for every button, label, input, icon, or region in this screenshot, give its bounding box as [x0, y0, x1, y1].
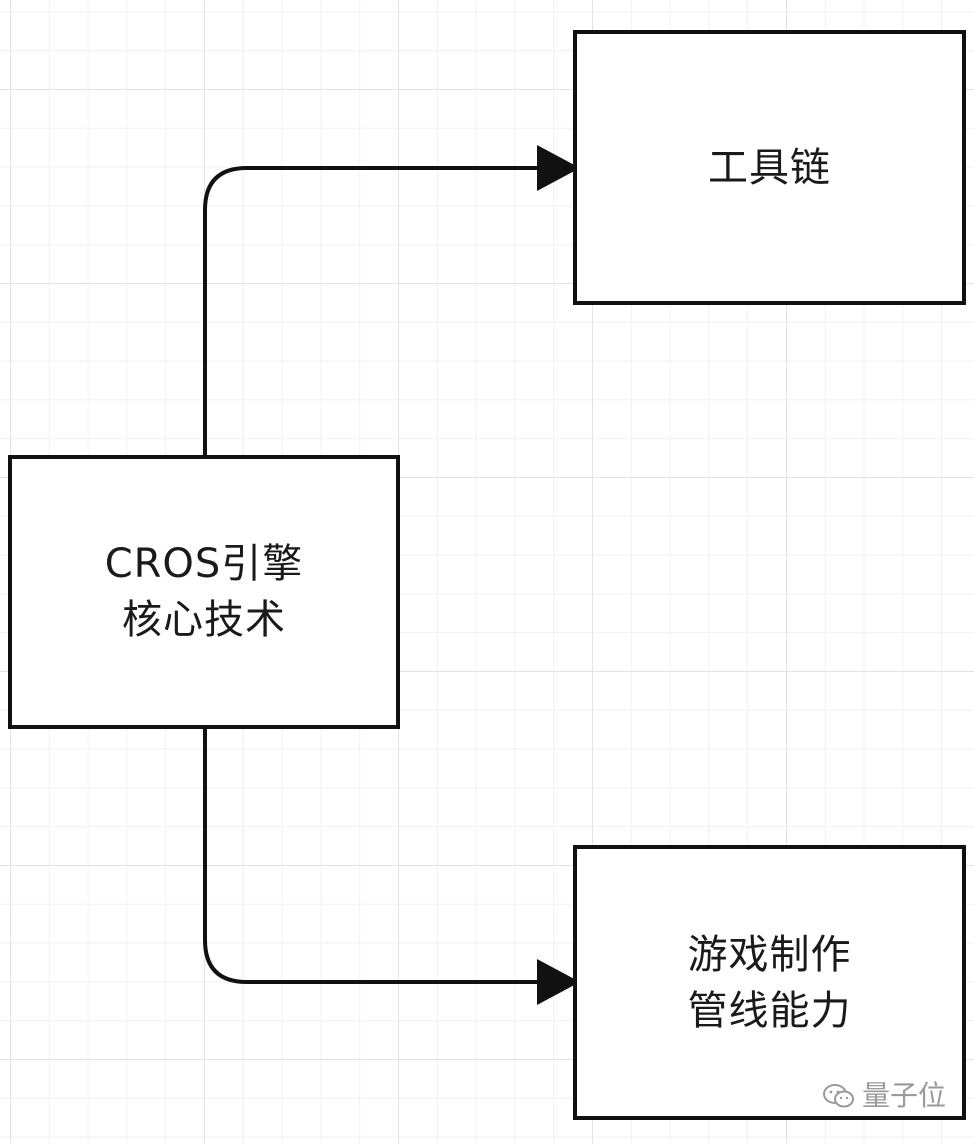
arrowhead-pipeline: [537, 959, 580, 1005]
node-toolchain: 工具链: [573, 30, 966, 305]
node-core-line-1: CROS引擎: [104, 541, 304, 587]
wechat-icon: [823, 1084, 854, 1108]
node-core-engine: CROS引擎 核心技术: [8, 455, 400, 729]
watermark-text: 量子位: [862, 1079, 947, 1112]
node-core-line-2: 核心技术: [122, 597, 286, 643]
connector-core-to-toolchain: [203, 166, 540, 455]
connector-core-to-pipeline: [203, 729, 540, 984]
node-pipeline-line-1: 游戏制作: [687, 931, 852, 978]
node-pipeline-line-2: 管线能力: [687, 987, 852, 1034]
arrowhead-toolchain: [537, 145, 580, 191]
node-production-pipeline: 游戏制作 管线能力: [573, 845, 966, 1120]
node-toolchain-line-1: 工具链: [708, 144, 831, 191]
watermark: 量子位: [822, 1080, 946, 1112]
